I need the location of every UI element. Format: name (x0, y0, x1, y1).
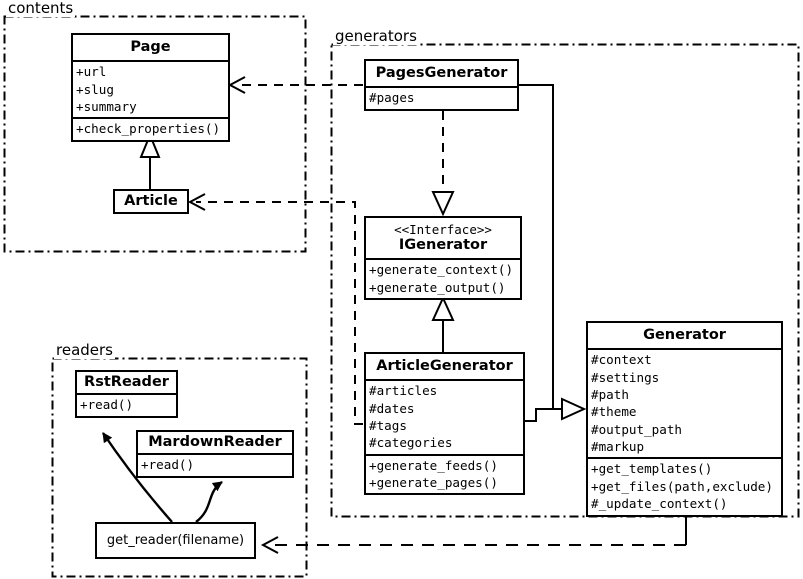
edge-getreader-creates-mardownreader (195, 481, 223, 523)
class-article[interactable]: Article (113, 189, 189, 215)
class-igenerator-name: <<Interface>> IGenerator (366, 218, 520, 258)
attribute: #path (591, 386, 629, 402)
class-mardown-reader-name: MardownReader (148, 434, 282, 450)
attribute: #context (591, 352, 652, 368)
class-generator-name: Generator (643, 327, 726, 343)
attribute: #articles (369, 383, 438, 399)
edge-pagesgenerator-uses-page (227, 76, 363, 94)
edge-generators-extend-generator (519, 84, 587, 422)
attribute: #markup (591, 439, 645, 455)
class-generator[interactable]: Generator #context #settings #path #them… (586, 321, 783, 517)
class-generator-operations: +get_templates() +get_files(path,exclude… (588, 457, 781, 514)
class-mardown-reader-operations: +read() (138, 453, 292, 475)
class-page-attributes: +url +slug +summary (73, 60, 228, 117)
operation: +generate_feeds() (369, 457, 498, 473)
class-mardown-reader[interactable]: MardownReader +read() (136, 430, 294, 478)
operation: +generate_output() (369, 279, 506, 295)
operation: #_update_context() (591, 496, 728, 512)
class-page[interactable]: Page +url +slug +summary +check_properti… (71, 33, 230, 142)
attribute: #settings (591, 369, 660, 385)
attribute: +summary (76, 98, 137, 114)
attribute: #categories (369, 435, 453, 451)
edge-articlegenerator-uses-article (187, 193, 363, 425)
operation: +generate_context() (369, 262, 514, 278)
class-article-generator-operations: +generate_feeds() +generate_pages() (366, 453, 523, 494)
function-get-reader[interactable]: get_reader(filename) (95, 522, 256, 559)
class-pages-generator-attributes: #pages (366, 86, 517, 108)
class-article-name: Article (124, 193, 178, 209)
package-label-contents: contents (6, 0, 76, 17)
package-label-readers: readers (54, 341, 115, 359)
edge-articlegenerator-extends-igenerator (431, 295, 455, 352)
class-generator-attributes: #context #settings #path #theme #output_… (588, 348, 781, 457)
class-igenerator-label: IGenerator (398, 237, 488, 253)
attribute: +slug (76, 81, 114, 97)
class-igenerator[interactable]: <<Interface>> IGenerator +generate_conte… (364, 216, 522, 300)
attribute: #theme (591, 404, 637, 420)
attribute: #tags (369, 417, 407, 433)
edge-article-extends-page (139, 132, 161, 189)
operation: +generate_pages() (369, 475, 498, 491)
class-igenerator-stereotype: <<Interface>> (394, 222, 492, 237)
class-article-generator-attributes: #articles #dates #tags #categories (366, 379, 523, 454)
operation: +get_templates() (591, 461, 713, 477)
operation: +get_files(path,exclude) (591, 478, 773, 494)
class-igenerator-operations: +generate_context() +generate_output() (366, 258, 520, 298)
operation: +check_properties() (76, 121, 221, 137)
package-label-generators: generators (333, 27, 419, 45)
operation: +read() (80, 397, 134, 413)
class-pages-generator-name: PagesGenerator (375, 65, 508, 81)
class-article-generator[interactable]: ArticleGenerator #articles #dates #tags … (364, 352, 525, 496)
class-rst-reader[interactable]: RstReader +read() (75, 370, 178, 418)
class-rst-reader-operations: +read() (77, 393, 176, 415)
operation: +read() (141, 457, 195, 473)
class-page-operations: +check_properties() (73, 117, 228, 139)
class-page-name: Page (130, 39, 171, 55)
class-pages-generator[interactable]: PagesGenerator #pages (364, 59, 519, 111)
attribute: #dates (369, 400, 415, 416)
class-article-generator-name: ArticleGenerator (376, 358, 513, 374)
attribute: +url (76, 64, 107, 80)
edge-pagesgenerator-realizes-igenerator (431, 111, 455, 217)
function-get-reader-label: get_reader(filename) (106, 533, 245, 548)
attribute: #output_path (591, 421, 682, 437)
class-rst-reader-name: RstReader (84, 374, 169, 390)
attribute: #pages (369, 90, 415, 106)
